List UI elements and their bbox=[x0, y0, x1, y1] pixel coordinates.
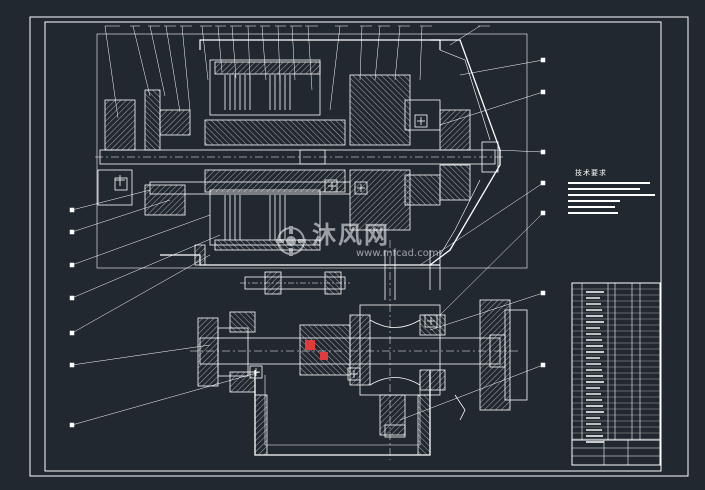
left-flange bbox=[197, 317, 219, 387]
leader-lines-left bbox=[69, 189, 261, 428]
lower-section bbox=[190, 299, 528, 456]
bell-housing bbox=[429, 39, 501, 266]
technical-notes-lines bbox=[568, 182, 655, 214]
left-seal bbox=[144, 89, 161, 151]
right-flange bbox=[479, 299, 511, 411]
inner-frame bbox=[44, 21, 662, 472]
leader-lines-top bbox=[104, 25, 490, 119]
clutch-plates-lower bbox=[224, 195, 286, 240]
upper-section bbox=[95, 39, 505, 266]
right-gear-upper bbox=[349, 74, 411, 146]
technical-requirements-title: 技术要求 bbox=[575, 169, 607, 177]
clutch-pack-bottom bbox=[209, 189, 321, 246]
parts-list-rows bbox=[572, 288, 660, 443]
left-cover bbox=[97, 169, 133, 206]
upper-view-boundary bbox=[96, 33, 528, 269]
outer-frame bbox=[29, 16, 689, 477]
gear-hub-left bbox=[159, 109, 191, 136]
clutch-plates bbox=[224, 75, 291, 110]
housing-top-wall bbox=[199, 39, 441, 50]
right-gear-lower bbox=[349, 169, 411, 231]
parts-list-table bbox=[571, 282, 661, 466]
left-bearing-housing bbox=[104, 99, 136, 151]
leader-lines-right bbox=[399, 57, 546, 421]
clutch-pack-top bbox=[209, 59, 321, 116]
